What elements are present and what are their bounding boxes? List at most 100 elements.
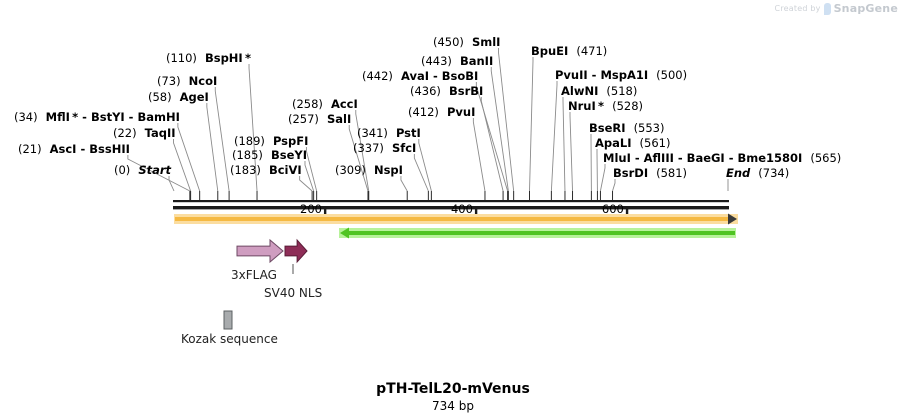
enzyme-site-position: (436) — [410, 84, 441, 98]
enzyme-name: BsrDI — [613, 166, 649, 180]
enzyme-label-bsrbi[interactable]: (436) BsrBI — [410, 84, 483, 98]
enzyme-label-bcivi[interactable]: (183) BciVI — [230, 163, 302, 177]
enzyme-label-sfci[interactable]: (337) SfcI — [353, 141, 416, 155]
leader-line — [168, 176, 175, 192]
enzyme-label-avai-bsobi[interactable]: (442) AvaI - BsoBI — [362, 69, 478, 83]
enzyme-site-position: (565) — [810, 151, 842, 165]
enzyme-label-ncoi[interactable]: (73) NcoI — [157, 74, 217, 88]
enzyme-label-nspi[interactable]: (309) NspI — [335, 163, 403, 177]
enzyme-name: SfcI — [391, 141, 417, 155]
enzyme-site-position: (734) — [758, 166, 790, 180]
enzyme-site-position: (500) — [656, 68, 688, 82]
enzyme-site-position: (581) — [656, 166, 688, 180]
feature-arrow-sv40-nls[interactable] — [284, 238, 308, 264]
enzyme-label-asci-bsshii[interactable]: (21) AscI - BssHII — [18, 142, 130, 156]
enzyme-label-mlui-afliii-baegi-bme1580i[interactable]: MluI - AflIII - BaeGI - Bme1580I (565) — [603, 151, 841, 165]
sequence-length: 734 bp — [432, 399, 474, 413]
enzyme-label-nrui-[interactable]: NruI * (528) — [568, 99, 643, 113]
snapgene-logo-icon — [823, 2, 831, 15]
enzyme-name: MflI * - BstYI - BamHI — [45, 110, 180, 124]
enzyme-name: BseRI — [589, 121, 626, 135]
enzyme-name: NcoI — [188, 74, 218, 88]
leader-line — [529, 57, 534, 192]
leader-line — [612, 179, 616, 192]
enzyme-label-apali[interactable]: ApaLI (561) — [595, 136, 670, 150]
enzyme-site-position: (337) — [353, 141, 384, 155]
leader-line — [550, 81, 558, 192]
leader-line — [600, 164, 606, 192]
feature-arrow-3xflag[interactable] — [236, 238, 284, 264]
strand-arrowhead — [728, 213, 737, 225]
enzyme-name: BseYI — [270, 148, 307, 162]
leader-line — [206, 103, 219, 192]
enzyme-site-position: (471) — [576, 44, 608, 58]
enzyme-name: PspFI — [272, 134, 309, 148]
feature-label-3xflag[interactable]: 3xFLAG — [231, 268, 277, 282]
enzyme-label-alwni[interactable]: AlwNI (518) — [561, 84, 637, 98]
leader-line — [480, 97, 504, 192]
enzyme-site-position: (553) — [633, 121, 665, 135]
enzyme-site-position: (22) — [113, 126, 137, 140]
ruler-tick — [474, 209, 478, 217]
enzyme-site-position: (258) — [292, 97, 323, 111]
leader-line — [475, 82, 509, 192]
leader-line — [400, 176, 408, 192]
enzyme-label-pvui[interactable]: (412) PvuI — [408, 105, 475, 119]
leader-line — [472, 118, 486, 192]
enzyme-site-position: (443) — [421, 54, 452, 68]
enzyme-label-agei[interactable]: (58) AgeI — [148, 90, 209, 104]
feature-label-sv40-nls[interactable]: SV40 NLS — [264, 286, 323, 300]
leader-line — [214, 87, 230, 192]
leader-line — [304, 161, 315, 192]
enzyme-label-bseri[interactable]: BseRI (553) — [589, 121, 665, 135]
enzyme-name: MluI - AflIII - BaeGI - Bme1580I — [603, 151, 803, 165]
enzyme-name: PstI — [395, 126, 421, 140]
ruler-label-200: 200 — [300, 202, 322, 216]
enzyme-name: AgeI — [179, 90, 209, 104]
ruler-label-600: 600 — [601, 202, 624, 216]
leader-line — [562, 97, 566, 192]
feature-box-kozak-sequence[interactable] — [223, 310, 233, 330]
enzyme-label-bsrdi[interactable]: BsrDI (581) — [613, 166, 687, 180]
ruler-tick — [323, 209, 327, 217]
enzyme-site-position: (257) — [288, 112, 319, 126]
leader-line — [348, 125, 369, 192]
strand-body — [349, 231, 735, 235]
enzyme-label-taqii[interactable]: (22) TaqII — [113, 126, 176, 140]
leader-line — [355, 110, 370, 192]
enzyme-label-pspfi[interactable]: (189) PspFI — [234, 134, 308, 148]
enzyme-name: BanII — [459, 54, 494, 68]
enzyme-label-bsphi-[interactable]: (110) BspHI * — [166, 51, 251, 65]
enzyme-label-bpuei[interactable]: BpuEI (471) — [531, 44, 607, 58]
enzyme-name: AccI — [330, 97, 358, 111]
enzyme-label-start[interactable]: (0) Start — [114, 163, 171, 177]
enzyme-site-position: (73) — [157, 74, 181, 88]
leader-line — [177, 123, 201, 192]
enzyme-label-smli[interactable]: (450) SmlI — [433, 35, 500, 49]
enzyme-label-end[interactable]: End (734) — [726, 166, 789, 180]
watermark-created-by: Created by — [774, 4, 821, 13]
enzyme-label-psti[interactable]: (341) PstI — [357, 126, 421, 140]
ruler-tick — [625, 209, 629, 217]
enzyme-label-sali[interactable]: (257) SalI — [288, 112, 351, 126]
enzyme-name: BspHI * — [204, 51, 252, 65]
enzyme-label-mfli-bstyi-bamhi[interactable]: (34) MflI * - BstYI - BamHI — [14, 110, 180, 124]
enzyme-name: BpuEI — [531, 44, 569, 58]
enzyme-label-bseyi[interactable]: (185) BseYI — [232, 148, 307, 162]
enzyme-label-pvuii-mspa1i[interactable]: PvuII - MspA1I (500) — [555, 68, 687, 82]
strand-body — [175, 217, 728, 221]
enzyme-label-banii[interactable]: (443) BanII — [421, 54, 493, 68]
enzyme-site-position: (110) — [166, 51, 197, 65]
leader-line — [498, 48, 515, 192]
leader-line — [248, 64, 258, 192]
leader-line — [490, 67, 509, 192]
enzyme-name: PvuII - MspA1I — [555, 68, 649, 82]
enzyme-site-position: (34) — [14, 110, 38, 124]
leader-line — [418, 139, 432, 192]
enzyme-site-position: (185) — [232, 148, 263, 162]
feature-label-kozak-sequence[interactable]: Kozak sequence — [181, 332, 278, 346]
snapgene-watermark: Created by SnapGene — [775, 2, 898, 15]
enzyme-site-position: (341) — [357, 126, 388, 140]
enzyme-label-acci[interactable]: (258) AccI — [292, 97, 358, 111]
